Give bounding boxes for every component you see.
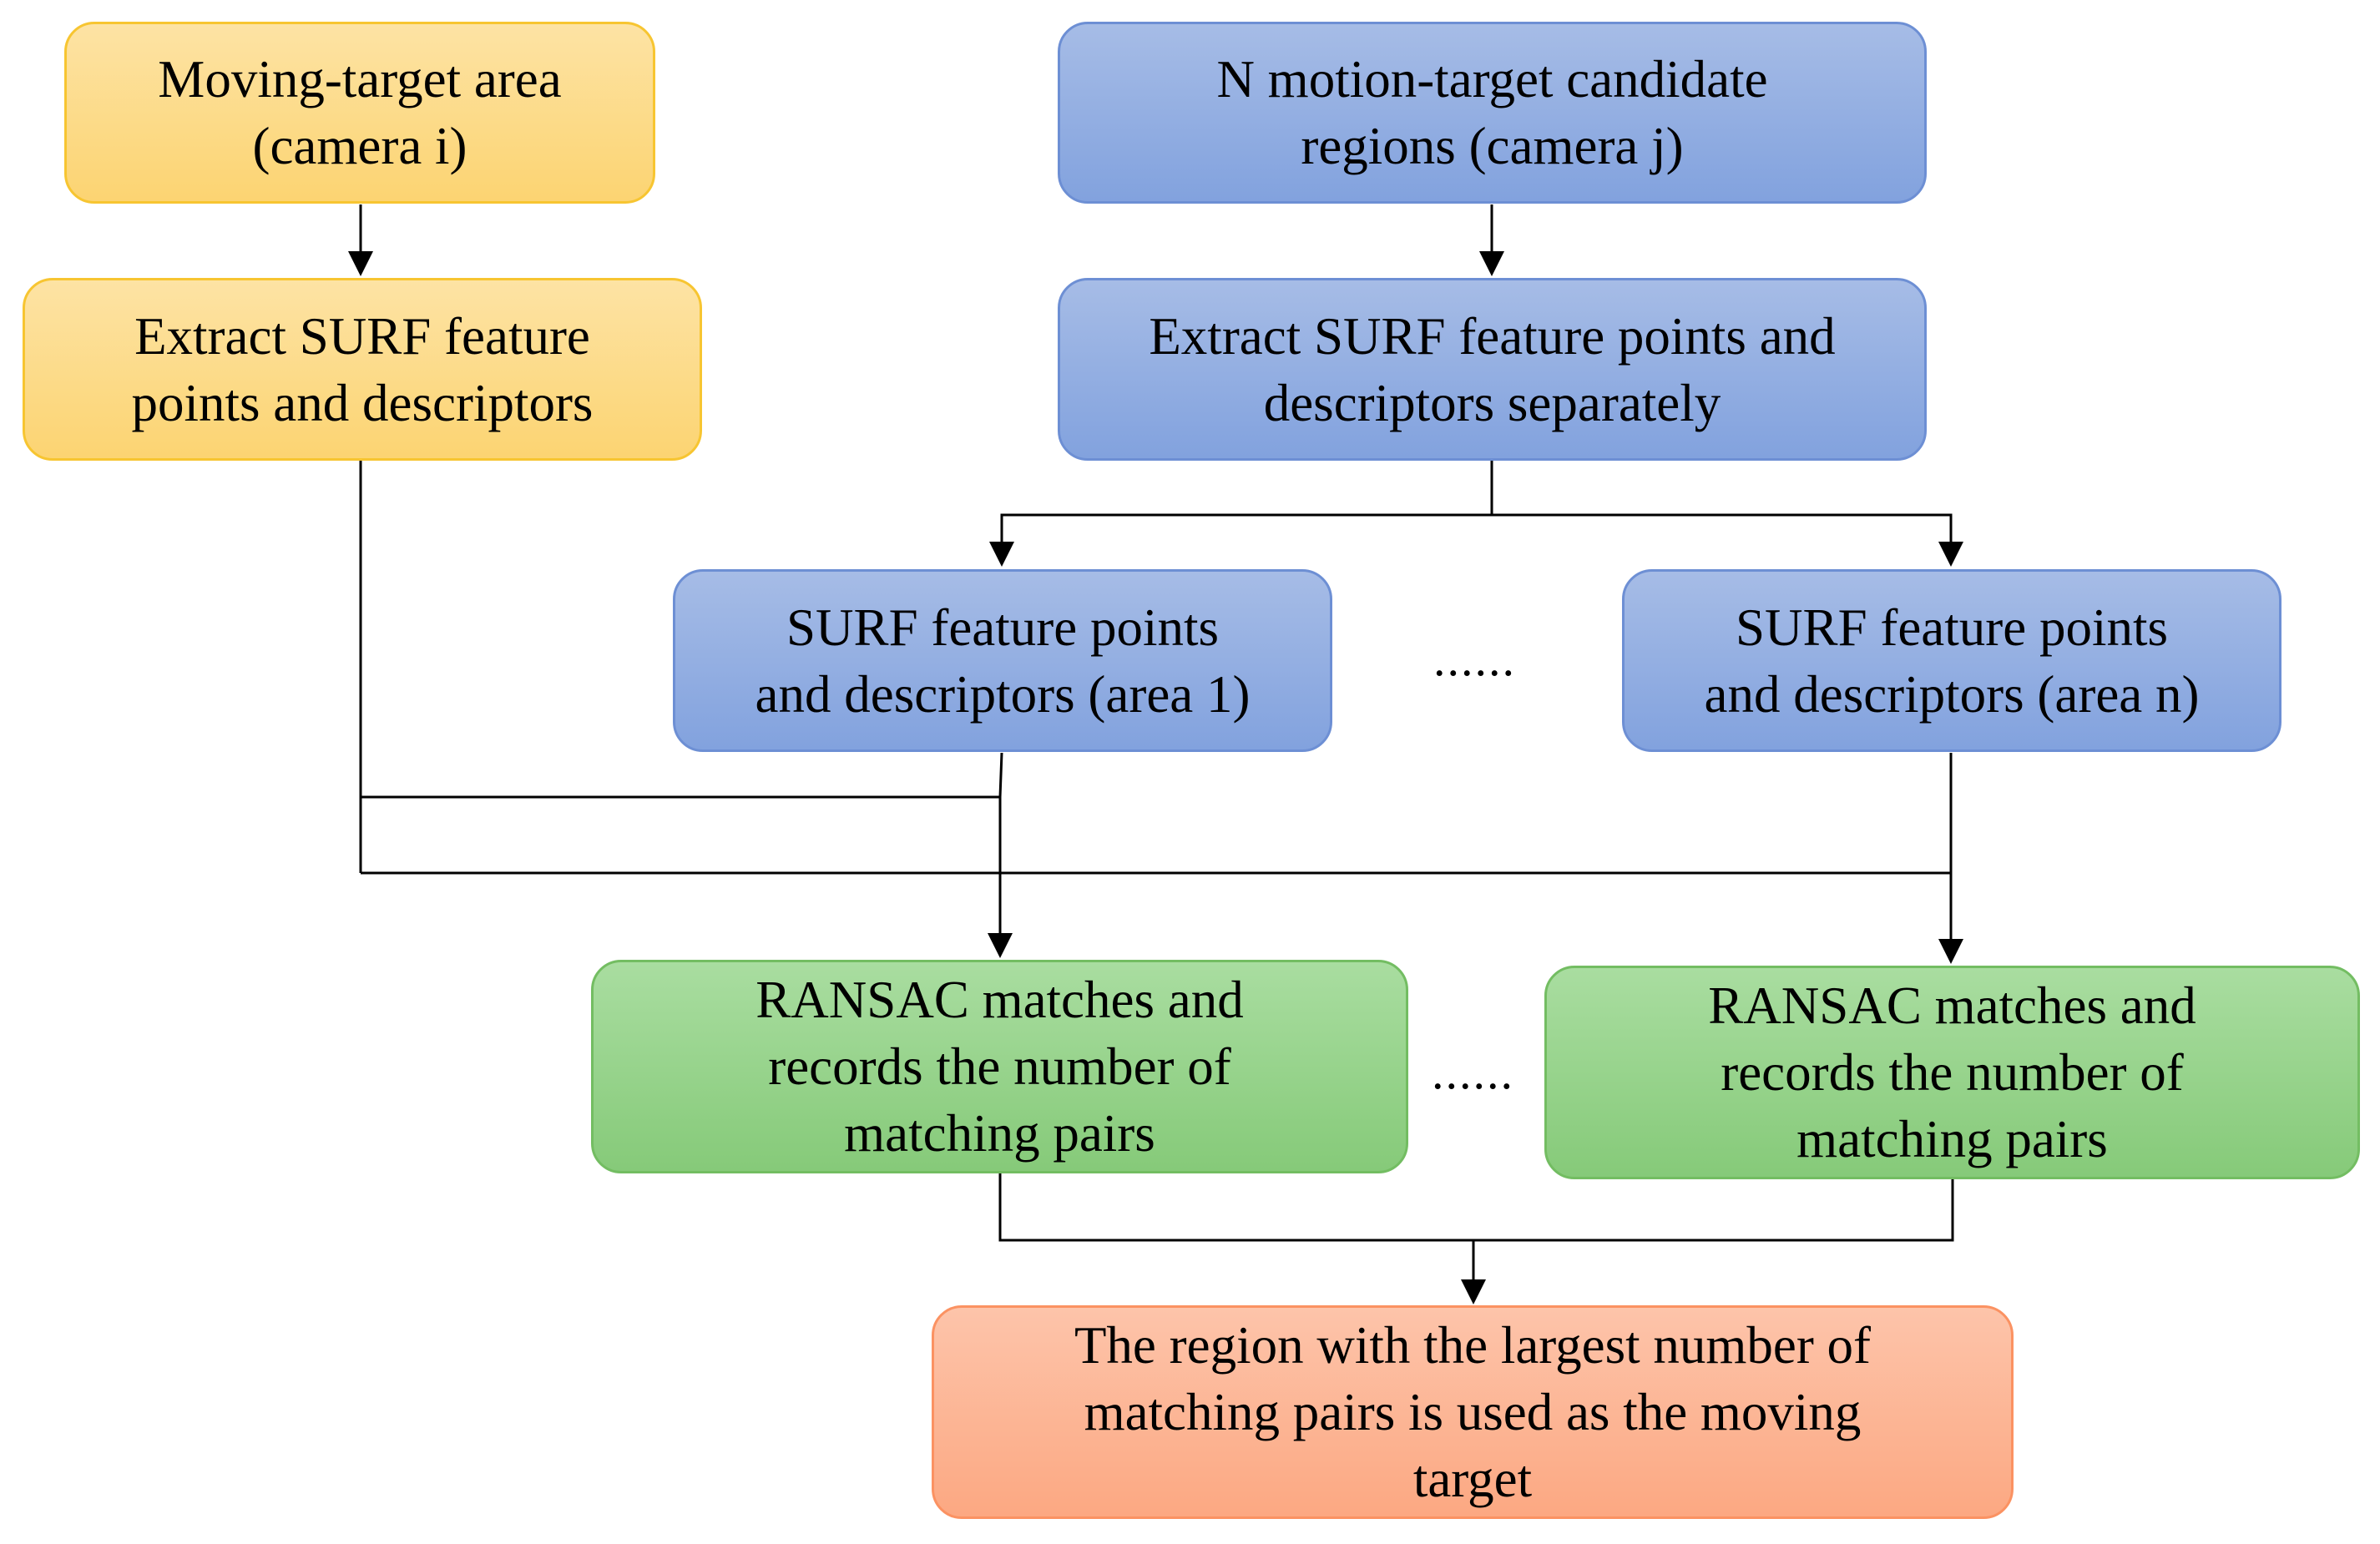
split-connector-right: [1492, 513, 1963, 567]
surf-area-1-label: SURF feature points and descriptors (are…: [755, 598, 1251, 724]
result-box: The region with the largest number of ma…: [932, 1305, 2014, 1519]
ransac-1-merge-line: [998, 1173, 1954, 1242]
candidate-regions-label: N motion-target candidate regions (camer…: [1216, 50, 1768, 175]
ransac-1-box: RANSAC matches and records the number of…: [591, 960, 1408, 1173]
extract-surf-camera-i-label: Extract SURF feature points and descript…: [131, 306, 594, 432]
ransac-n-box: RANSAC matches and records the number of…: [1544, 966, 2360, 1179]
moving-target-area-label: Moving-target area (camera i): [158, 50, 562, 175]
ransac-n-label: RANSAC matches and records the number of…: [1708, 976, 2196, 1168]
surf-area-1-box: SURF feature points and descriptors (are…: [673, 569, 1332, 752]
moving-target-area-box: Moving-target area (camera i): [64, 22, 655, 204]
area-ellipsis: ......: [1433, 632, 1516, 686]
extract-surf-camera-j-box: Extract SURF feature points and descript…: [1058, 278, 1927, 461]
result-label: The region with the largest number of ma…: [1074, 1316, 1872, 1508]
extract-surf-camera-i-box: Extract SURF feature points and descript…: [23, 278, 702, 461]
split-connector: [989, 461, 1493, 567]
ransac-1-label: RANSAC matches and records the number of…: [755, 971, 1244, 1163]
surf-area-n-box: SURF feature points and descriptors (are…: [1622, 569, 2281, 752]
arrow-area1-to-ransac1: [988, 752, 1013, 958]
candidate-regions-box: N motion-target candidate regions (camer…: [1058, 22, 1927, 204]
surf-area-n-label: SURF feature points and descriptors (are…: [1704, 598, 2200, 724]
ransac-ellipsis: ......: [1432, 1045, 1514, 1099]
extract-surf-camera-j-label: Extract SURF feature points and descript…: [1149, 306, 1836, 432]
